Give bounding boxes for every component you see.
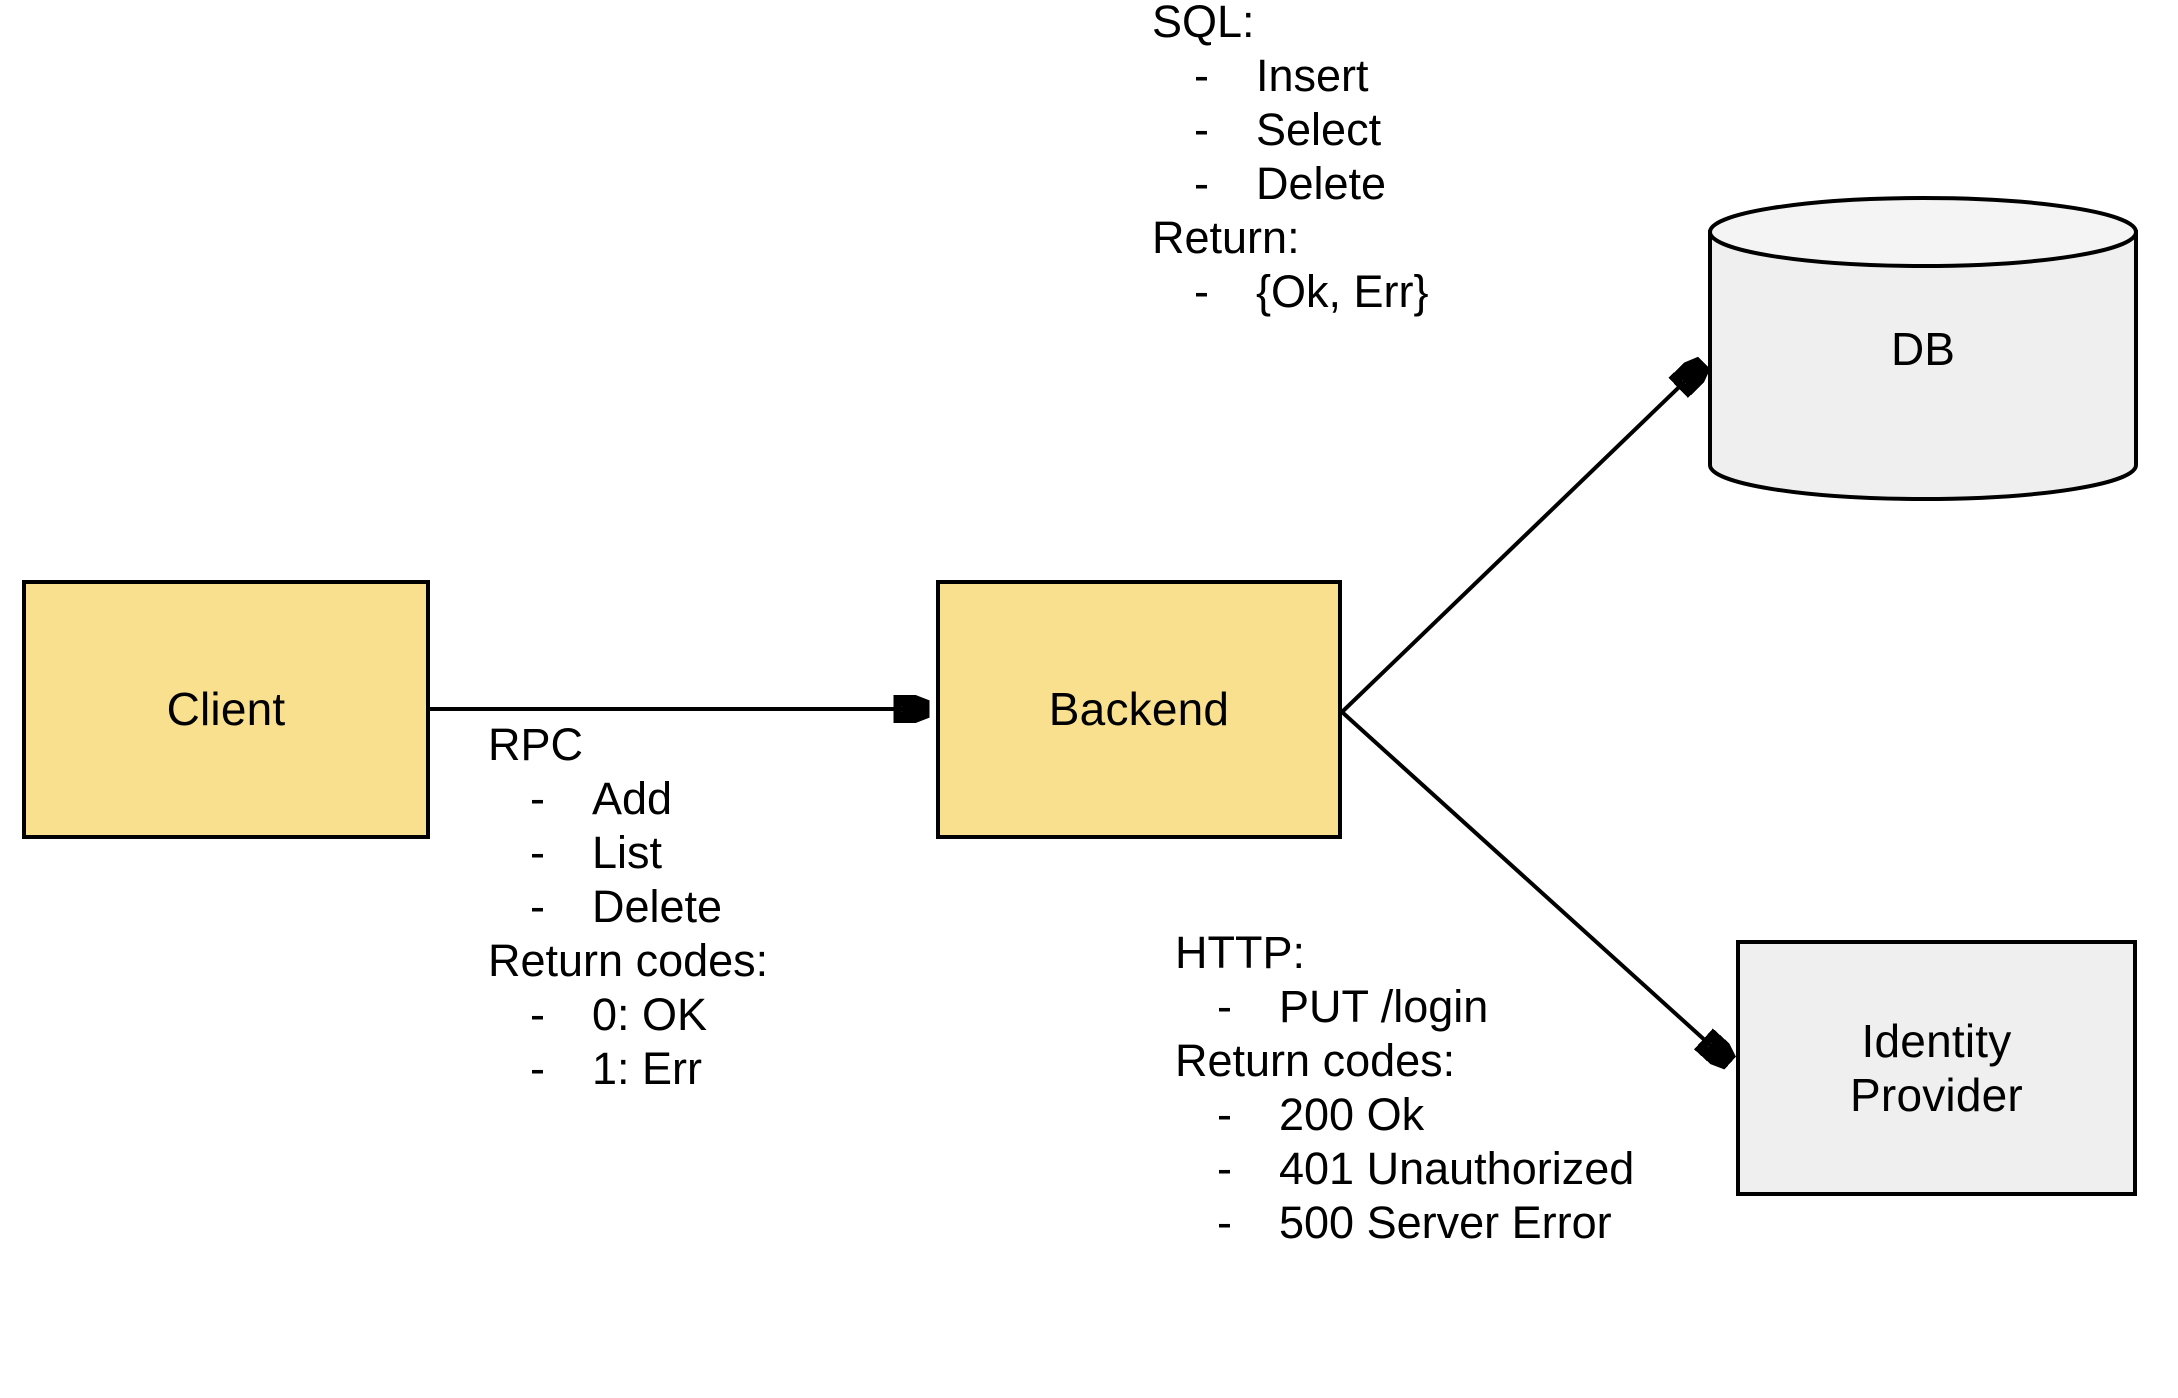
sql-item-row: -Delete — [1152, 157, 1429, 211]
http-item-0: PUT /login — [1279, 981, 1489, 1032]
rpc-return-row: -1: Err — [488, 1042, 768, 1096]
bullet-dash-icon: - — [1217, 1197, 1232, 1248]
node-identity-provider-label: Identity Provider — [1850, 1014, 2023, 1123]
node-client[interactable]: Client — [22, 580, 430, 839]
annotation-sql: SQL: -Insert -Select -Delete Return: -{O… — [1152, 0, 1429, 319]
sql-title: SQL: — [1152, 0, 1255, 47]
bullet-dash-icon: - — [1217, 1089, 1232, 1140]
bullet-dash-icon: - — [530, 989, 545, 1040]
node-backend[interactable]: Backend — [936, 580, 1342, 839]
node-client-label: Client — [166, 683, 286, 736]
bullet-dash-icon: - — [530, 773, 545, 824]
rpc-item-1: List — [592, 827, 663, 878]
http-return-1: 401 Unauthorized — [1279, 1143, 1635, 1194]
sql-return-0: {Ok, Err} — [1256, 266, 1429, 317]
http-return-row: -200 Ok — [1175, 1088, 1634, 1142]
bullet-dash-icon: - — [530, 881, 545, 932]
cylinder-shape — [1708, 196, 2138, 501]
rpc-item-0: Add — [592, 773, 673, 824]
bullet-dash-icon: - — [1194, 158, 1209, 209]
rpc-item-2: Delete — [592, 881, 723, 932]
rpc-item-row: -Delete — [488, 880, 768, 934]
node-identity-provider[interactable]: Identity Provider — [1736, 940, 2137, 1196]
bullet-dash-icon: - — [530, 1043, 545, 1094]
sql-item-0: Insert — [1256, 50, 1369, 101]
rpc-item-row: -Add — [488, 772, 768, 826]
http-returns-title: Return codes: — [1175, 1035, 1456, 1086]
idp-label-line1: Identity — [1861, 1014, 2012, 1067]
rpc-title: RPC — [488, 719, 584, 770]
sql-item-row: -Insert — [1152, 49, 1429, 103]
sql-item-1: Select — [1256, 104, 1382, 155]
rpc-item-row: -List — [488, 826, 768, 880]
bullet-dash-icon: - — [1194, 50, 1209, 101]
node-db[interactable]: DB — [1708, 196, 2138, 501]
sql-returns-title: Return: — [1152, 212, 1300, 263]
bullet-dash-icon: - — [530, 827, 545, 878]
annotation-rpc: RPC -Add -List -Delete Return codes: -0:… — [488, 718, 768, 1096]
bullet-dash-icon: - — [1194, 104, 1209, 155]
http-title: HTTP: — [1175, 927, 1305, 978]
http-return-row: -401 Unauthorized — [1175, 1142, 1634, 1196]
http-item-row: -PUT /login — [1175, 980, 1634, 1034]
bullet-dash-icon: - — [1194, 266, 1209, 317]
sql-return-row: -{Ok, Err} — [1152, 265, 1429, 319]
rpc-return-row: -0: OK — [488, 988, 768, 1042]
http-return-0: 200 Ok — [1279, 1089, 1425, 1140]
idp-label-line2: Provider — [1850, 1069, 2023, 1121]
sql-item-2: Delete — [1256, 158, 1387, 209]
bullet-dash-icon: - — [1217, 1143, 1232, 1194]
sql-item-row: -Select — [1152, 103, 1429, 157]
http-return-row: -500 Server Error — [1175, 1196, 1634, 1250]
rpc-return-1: 1: Err — [592, 1043, 703, 1094]
node-backend-label: Backend — [1048, 683, 1230, 736]
annotation-http: HTTP: -PUT /login Return codes: -200 Ok … — [1175, 926, 1634, 1250]
rpc-returns-title: Return codes: — [488, 935, 769, 986]
edge-backend-to-db — [1340, 364, 1703, 714]
bullet-dash-icon: - — [1217, 981, 1232, 1032]
rpc-return-0: 0: OK — [592, 989, 708, 1040]
http-return-2: 500 Server Error — [1279, 1197, 1612, 1248]
